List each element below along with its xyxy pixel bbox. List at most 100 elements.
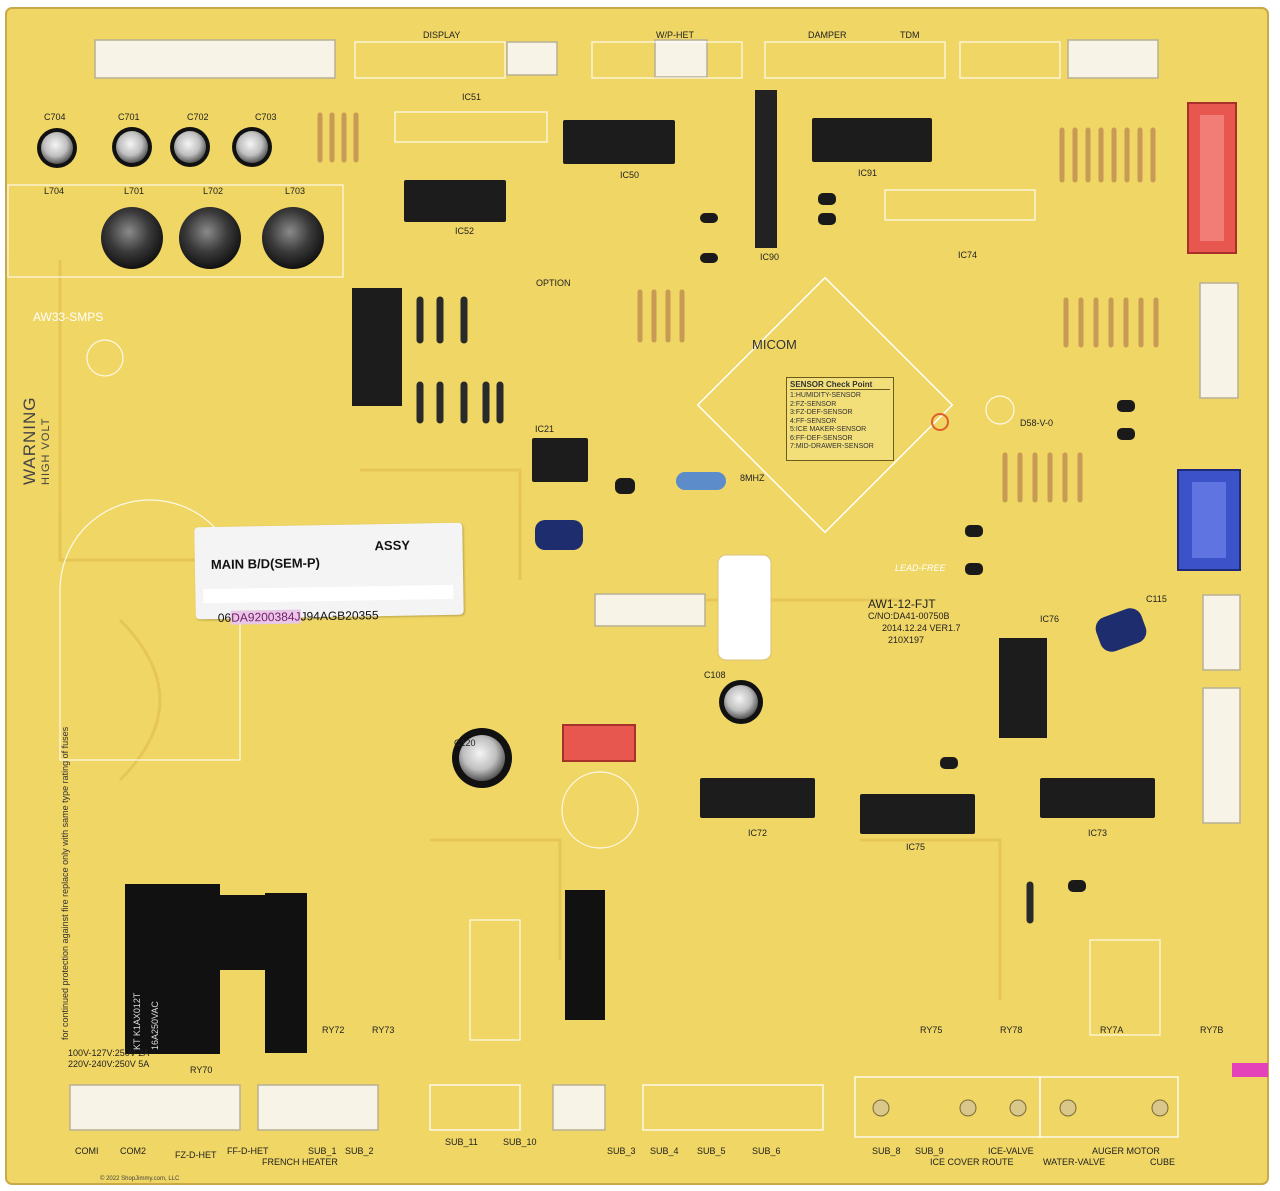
inductor-label: L703 xyxy=(285,186,306,196)
bottom-label: FF-D-HET xyxy=(227,1146,269,1156)
cap-label: C108 xyxy=(704,670,726,680)
ic-label: IC75 xyxy=(906,842,926,852)
micom-chip-outline xyxy=(696,276,954,534)
ic-label: IC90 xyxy=(760,252,780,262)
voltage-note: 100V-127V:250V 2A xyxy=(68,1048,150,1058)
sensor-item: 4:FF-SENSOR xyxy=(790,417,837,425)
transistors xyxy=(615,193,1135,892)
bottom-label: WATER-VALVE xyxy=(1043,1157,1106,1167)
diodes xyxy=(416,296,1034,924)
crystal-label: 8MHZ xyxy=(740,473,765,483)
inductor-label: L702 xyxy=(203,186,224,196)
bottom-label: ICE-VALVE xyxy=(988,1146,1034,1156)
inductor-label: L704 xyxy=(44,186,65,196)
lead-free-mark: LEAD-FREE xyxy=(895,563,946,573)
model-label: AW1-12-FJT xyxy=(868,597,936,611)
warning-label: WARNING xyxy=(20,396,39,485)
ic-label: IC74 xyxy=(958,250,978,260)
relay-label: RY75 xyxy=(920,1025,943,1035)
d58-mark: D58-V-0 xyxy=(1020,418,1054,428)
top-label-display: DISPLAY xyxy=(423,30,461,40)
bottom-terminals xyxy=(872,1099,1169,1117)
cap-label: C703 xyxy=(255,112,277,122)
option-label: OPTION xyxy=(536,278,571,288)
sensor-item: 2:FZ-SENSOR xyxy=(790,400,837,408)
bottom-label: FZ-D-HET xyxy=(175,1150,217,1160)
inductor-coils xyxy=(101,207,324,269)
board-cutout xyxy=(717,554,772,661)
ic-label: IC51 xyxy=(462,92,482,102)
bottom-label: AUGER MOTOR xyxy=(1092,1146,1160,1156)
bottom-label: SUB_8 xyxy=(872,1146,901,1156)
bottom-label: COM2 xyxy=(120,1146,147,1156)
resistors xyxy=(317,112,1159,503)
ic-label: IC21 xyxy=(535,424,555,434)
pink-tab xyxy=(1232,1063,1268,1077)
sensor-item: 6:FF-DEF-SENSOR xyxy=(790,434,853,442)
copyright: © 2022 ShopJimmy.com, LLC xyxy=(100,1176,180,1182)
sticker-barcode-area xyxy=(203,584,454,604)
assembly-sticker: MAIN B/D(SEM-P) ASSY 06DA9200384JJ94AGB2… xyxy=(194,522,464,625)
sensor-item: 1:HUMIDITY-SENSOR xyxy=(790,392,861,399)
sensor-panel-title: SENSOR Check Point xyxy=(790,380,890,390)
ic-label: IC91 xyxy=(858,168,878,178)
crystal-oscillator xyxy=(676,472,726,490)
sensor-check-panel: SENSOR Check Point 1:HUMIDITY-SENSOR 2:F… xyxy=(786,377,894,461)
electrolytic-capacitors xyxy=(37,127,763,788)
bottom-label: ICE COVER ROUTE xyxy=(930,1157,1014,1167)
bottom-silk-outlines xyxy=(429,1076,1179,1138)
smps-label: AW33-SMPS xyxy=(33,310,104,324)
tall-component xyxy=(755,90,777,248)
relay-label: RY70 xyxy=(190,1065,213,1075)
bottom-label: SUB_10 xyxy=(503,1137,537,1147)
blue-capacitors xyxy=(535,520,1147,652)
ic-label: IC50 xyxy=(620,170,640,180)
fuse-note: for continued protection against fire re… xyxy=(60,726,70,1040)
bottom-label: SUB_9 xyxy=(915,1146,944,1156)
relay-text: KT K1AX012T xyxy=(132,992,142,1050)
sensor-item: 7:MID-DRAWER-SENSOR xyxy=(790,443,874,450)
bottom-label: SUB_4 xyxy=(650,1146,679,1156)
sensor-item: 3:FZ-DEF-SENSOR xyxy=(790,409,853,416)
relays xyxy=(125,884,605,1054)
inductor-label: L701 xyxy=(124,186,145,196)
cap-label: C701 xyxy=(118,112,140,122)
top-connectors xyxy=(94,39,1241,824)
top-label-tdm: TDM xyxy=(900,30,920,40)
top-label-damper: DAMPER xyxy=(808,30,847,40)
top-label-wphet: W/P-HET xyxy=(656,30,694,40)
voltage-note: 220V-240V:250V 5A xyxy=(68,1059,150,1069)
bottom-label: SUB_5 xyxy=(697,1146,726,1156)
cap-label: C704 xyxy=(44,112,66,122)
relay-label: RY78 xyxy=(1000,1025,1023,1035)
relay-rating: 16A250VAC xyxy=(150,1001,160,1050)
bottom-label: CUBE xyxy=(1150,1157,1176,1167)
bottom-label: SUB_2 xyxy=(345,1146,374,1156)
relay-label: RY7A xyxy=(1100,1025,1124,1035)
board-size: 210X197 xyxy=(888,635,925,645)
bottom-label: SUB_1 xyxy=(308,1146,337,1156)
dip-ics xyxy=(404,118,1155,834)
relay-label: RY73 xyxy=(372,1025,395,1035)
ic-label: IC72 xyxy=(748,828,768,838)
cap-label: C120 xyxy=(454,738,476,748)
test-point xyxy=(931,413,949,431)
bottom-label: SUB_11 xyxy=(445,1137,478,1147)
bottom-label: SUB_6 xyxy=(752,1146,781,1156)
warning-sub: HIGH VOLT xyxy=(40,417,52,485)
relay-label: RY7B xyxy=(1200,1025,1224,1035)
ic-label: IC73 xyxy=(1088,828,1108,838)
ic-label: IC76 xyxy=(1040,614,1060,624)
black-connector xyxy=(352,288,402,406)
sensor-item: 5:ICE MAKER-SENSOR xyxy=(790,426,867,433)
cap-label: C702 xyxy=(187,112,209,122)
part-number: C/NO:DA41-00750B xyxy=(868,611,950,621)
bottom-connectors xyxy=(69,1084,606,1131)
sticker-title: MAIN B/D(SEM-P) xyxy=(210,555,321,573)
sticker-assy: ASSY xyxy=(374,537,411,554)
micom-label: MICOM xyxy=(752,337,797,352)
relay-label: RY72 xyxy=(322,1025,345,1035)
ic-label: IC52 xyxy=(455,226,475,236)
black-connector-right xyxy=(999,638,1047,738)
